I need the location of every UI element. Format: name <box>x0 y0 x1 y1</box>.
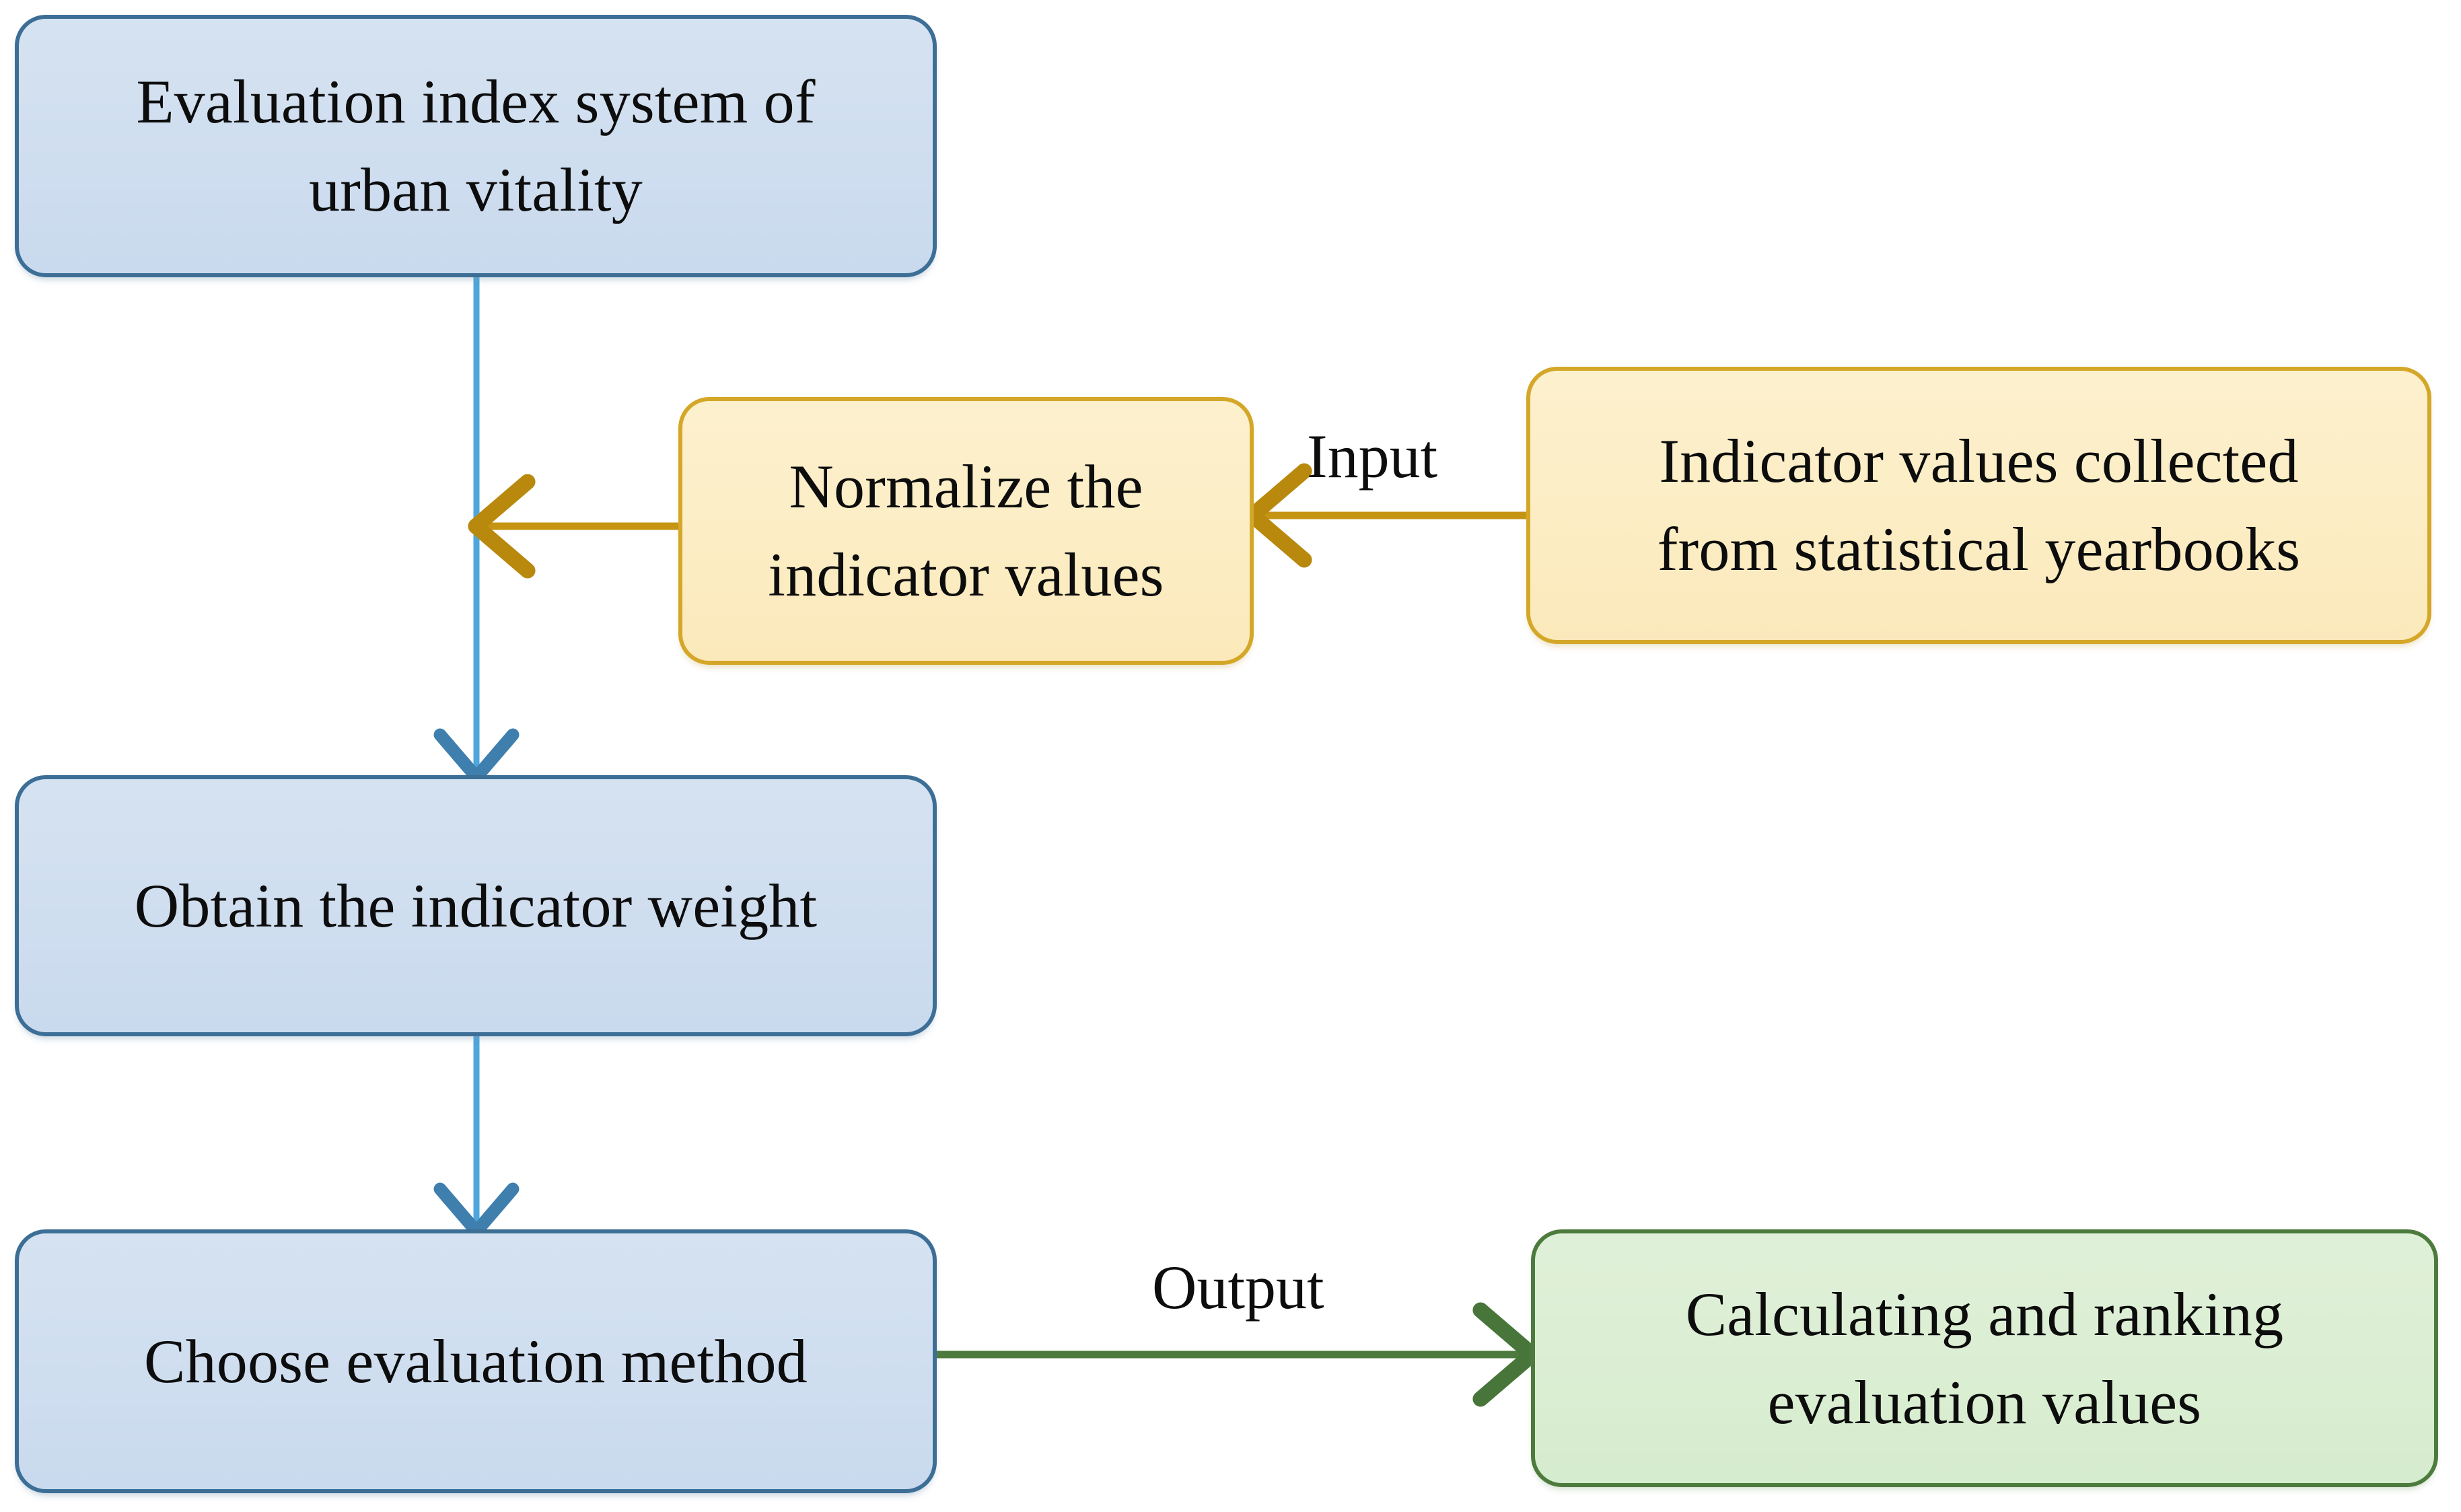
node-label-choose-evaluation-method: Choose evaluation method <box>144 1326 808 1396</box>
node-calculating-ranking-values[interactable]: Calculating and ranking evaluation value… <box>1531 1229 2438 1487</box>
node-obtain-indicator-weight[interactable]: Obtain the indicator weight <box>15 775 937 1036</box>
node-label-normalize-indicator-values: Normalize the indicator values <box>768 452 1164 609</box>
node-evaluation-index-system[interactable]: Evaluation index system of urban vitalit… <box>15 15 937 277</box>
node-indicator-values-collected[interactable]: Indicator values collected from statisti… <box>1526 367 2431 644</box>
edge-label-output: Output <box>1152 1253 1324 1322</box>
edge-label-input: Input <box>1307 422 1438 491</box>
node-label-evaluation-index-system: Evaluation index system of urban vitalit… <box>136 67 816 224</box>
node-label-calculating-ranking-values: Calculating and ranking evaluation value… <box>1685 1279 2284 1437</box>
node-label-indicator-values-collected: Indicator values collected from statisti… <box>1657 427 2301 583</box>
node-choose-evaluation-method[interactable]: Choose evaluation method <box>15 1229 937 1493</box>
node-normalize-indicator-values[interactable]: Normalize the indicator values <box>678 397 1254 665</box>
node-label-obtain-indicator-weight: Obtain the indicator weight <box>134 871 818 940</box>
